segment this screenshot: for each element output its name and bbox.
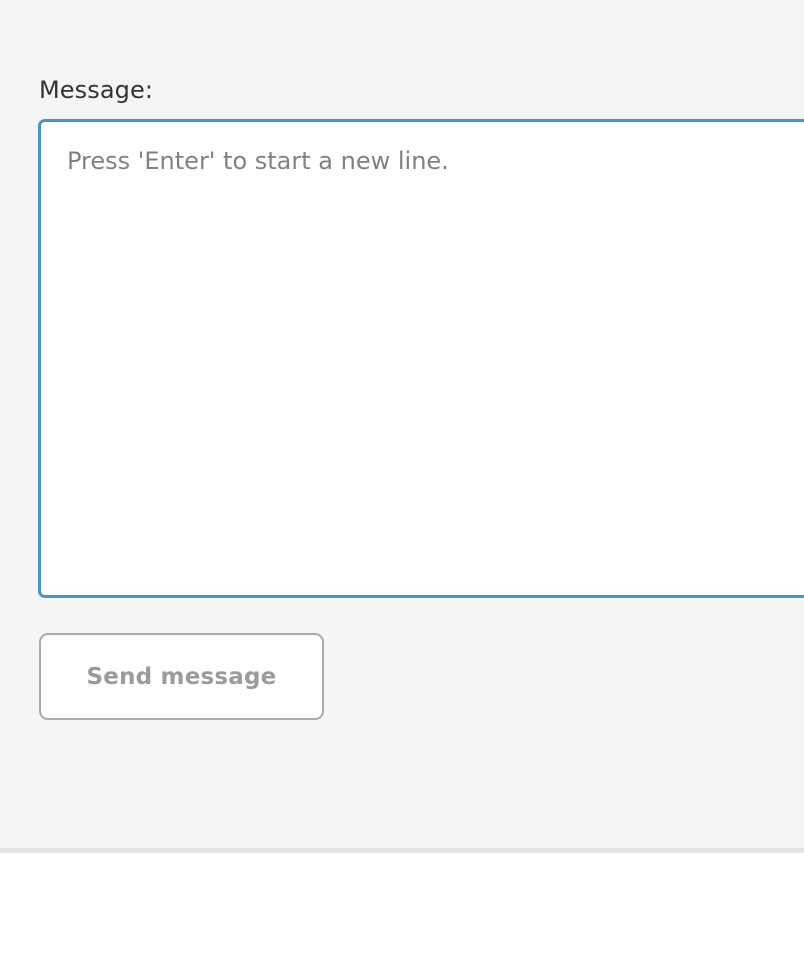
page-body-below-panel [0, 853, 804, 980]
panel-divider [0, 848, 804, 853]
message-input[interactable] [38, 119, 804, 598]
message-field-label: Message: [39, 76, 154, 104]
message-compose-panel: Message: Send message [38, 76, 804, 720]
send-message-button-label: Send message [86, 663, 277, 690]
send-message-button[interactable]: Send message [39, 633, 324, 720]
